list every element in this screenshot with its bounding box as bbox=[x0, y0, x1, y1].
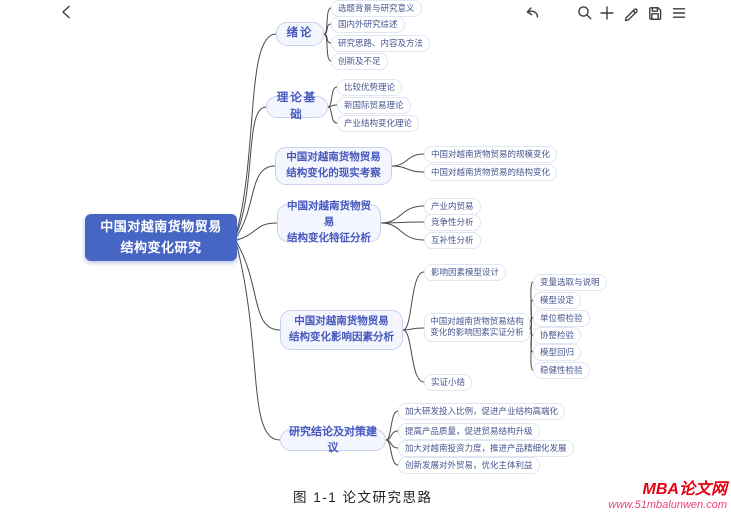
branch-factor-analysis: 中国对越南货物贸易 结构变化影响因素分析 bbox=[280, 310, 403, 350]
watermark-title: MBA论文网 bbox=[642, 481, 727, 498]
branch-reality-review: 中国对越南货物贸易 结构变化的现实考察 bbox=[275, 147, 392, 185]
leaf-node: 中国对越南货物贸易结构 变化的影响因素实证分析 bbox=[424, 313, 530, 342]
leaf-node: 创新发展对外贸易，优化主体利益 bbox=[398, 457, 540, 475]
leaf-node: 互补性分析 bbox=[424, 232, 481, 250]
leaf-node: 影响因素模型设计 bbox=[424, 264, 507, 282]
leaf-node: 变量选取与说明 bbox=[533, 274, 607, 292]
leaf-node: 模型回归 bbox=[533, 344, 582, 362]
watermark-url[interactable]: www.51mbalunwen.com bbox=[608, 499, 727, 512]
figure-caption: 图 1-1 论文研究思路 bbox=[293, 490, 433, 505]
root-node: 中国对越南货物贸易 结构变化研究 bbox=[85, 214, 237, 261]
branch-theory: 理论基础 bbox=[266, 92, 328, 121]
search-icon[interactable] bbox=[576, 4, 594, 22]
leaf-node: 新国际贸易理论 bbox=[337, 97, 411, 115]
leaf-node: 创新及不足 bbox=[331, 53, 388, 71]
watermark: MBA论文网 www.51mbalunwen.com bbox=[608, 481, 727, 512]
leaf-node: 选题背景与研究意义 bbox=[331, 0, 422, 18]
leaf-node: 单位根检验 bbox=[533, 310, 590, 328]
undo-icon[interactable] bbox=[523, 4, 541, 22]
branch-introduction: 绪论 bbox=[276, 22, 324, 46]
leaf-node: 研究思路、内容及方法 bbox=[331, 35, 431, 53]
leaf-node: 稳健性检验 bbox=[533, 362, 590, 380]
branch-feature-analysis: 中国对越南货物贸易 结构变化特征分析 bbox=[277, 200, 381, 244]
leaf-node: 竞争性分析 bbox=[424, 214, 481, 232]
branch-conclusions: 研究结论及对策建议 bbox=[280, 426, 386, 454]
leaf-node: 实证小结 bbox=[424, 374, 473, 392]
pen-icon[interactable] bbox=[622, 4, 640, 22]
leaf-node: 中国对越南货物贸易的结构变化 bbox=[424, 164, 558, 182]
leaf-node: 中国对越南货物贸易的规模变化 bbox=[424, 146, 558, 164]
leaf-node: 模型设定 bbox=[533, 292, 582, 310]
leaf-node: 国内外研究综述 bbox=[331, 16, 405, 34]
leaf-node: 协整检验 bbox=[533, 327, 582, 345]
leaf-node: 比较优势理论 bbox=[337, 79, 403, 97]
add-icon[interactable] bbox=[598, 4, 616, 22]
leaf-node: 加大对越南投资力度，推进产品精细化发展 bbox=[398, 440, 574, 458]
menu-icon[interactable] bbox=[670, 4, 688, 22]
leaf-node: 产业内贸易 bbox=[424, 198, 481, 216]
leaf-node: 产业结构变化理论 bbox=[337, 115, 420, 133]
back-icon[interactable] bbox=[58, 3, 76, 21]
leaf-node: 提高产品质量，促进贸易结构升级 bbox=[398, 423, 540, 441]
leaf-node: 加大研发投入比例，促进产业结构高端化 bbox=[398, 403, 566, 421]
save-icon[interactable] bbox=[646, 4, 664, 22]
